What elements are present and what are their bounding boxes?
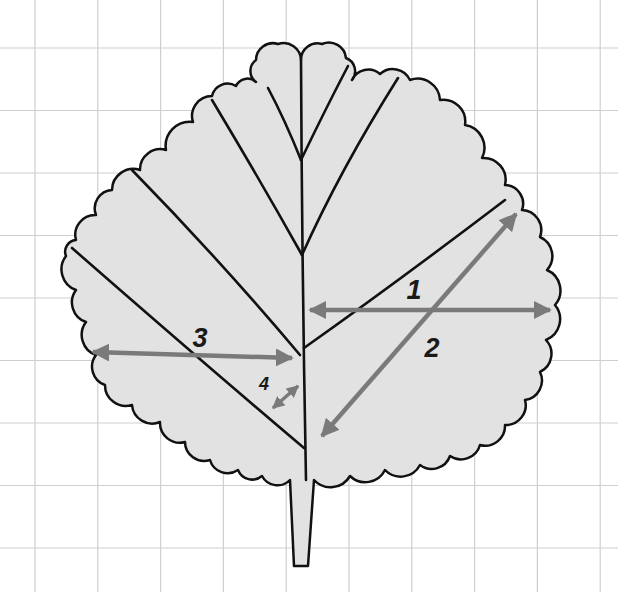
- leaf-veins: [72, 60, 505, 480]
- measure-arrows: [93, 214, 550, 436]
- callout-number: 4: [259, 375, 269, 393]
- callout-number: 1: [406, 277, 421, 304]
- callout-number: 3: [192, 325, 207, 352]
- leaf-blade: [62, 43, 561, 566]
- callout-number: 2: [424, 335, 439, 362]
